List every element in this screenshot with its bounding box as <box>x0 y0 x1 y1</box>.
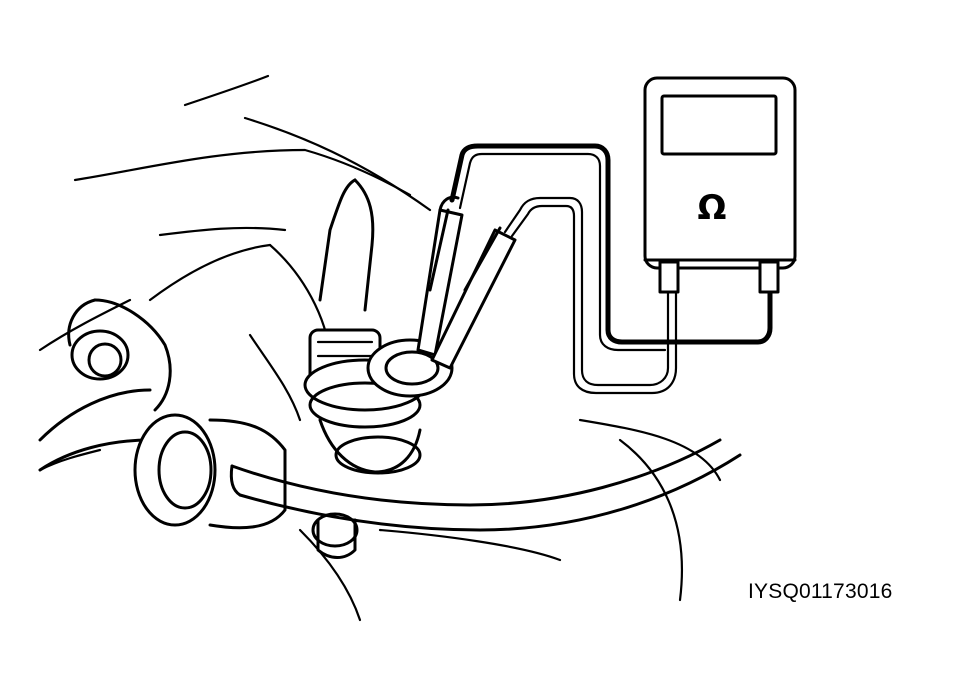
ohmmeter <box>643 76 797 294</box>
sensor <box>303 178 454 559</box>
ohm-symbol: Ω <box>697 188 727 228</box>
test-probes <box>416 195 517 370</box>
mounting-bolt <box>67 298 172 412</box>
test-leads <box>449 143 773 395</box>
figure-code-label: IYSQ01173016 <box>748 580 893 603</box>
hose-assembly <box>38 388 742 532</box>
